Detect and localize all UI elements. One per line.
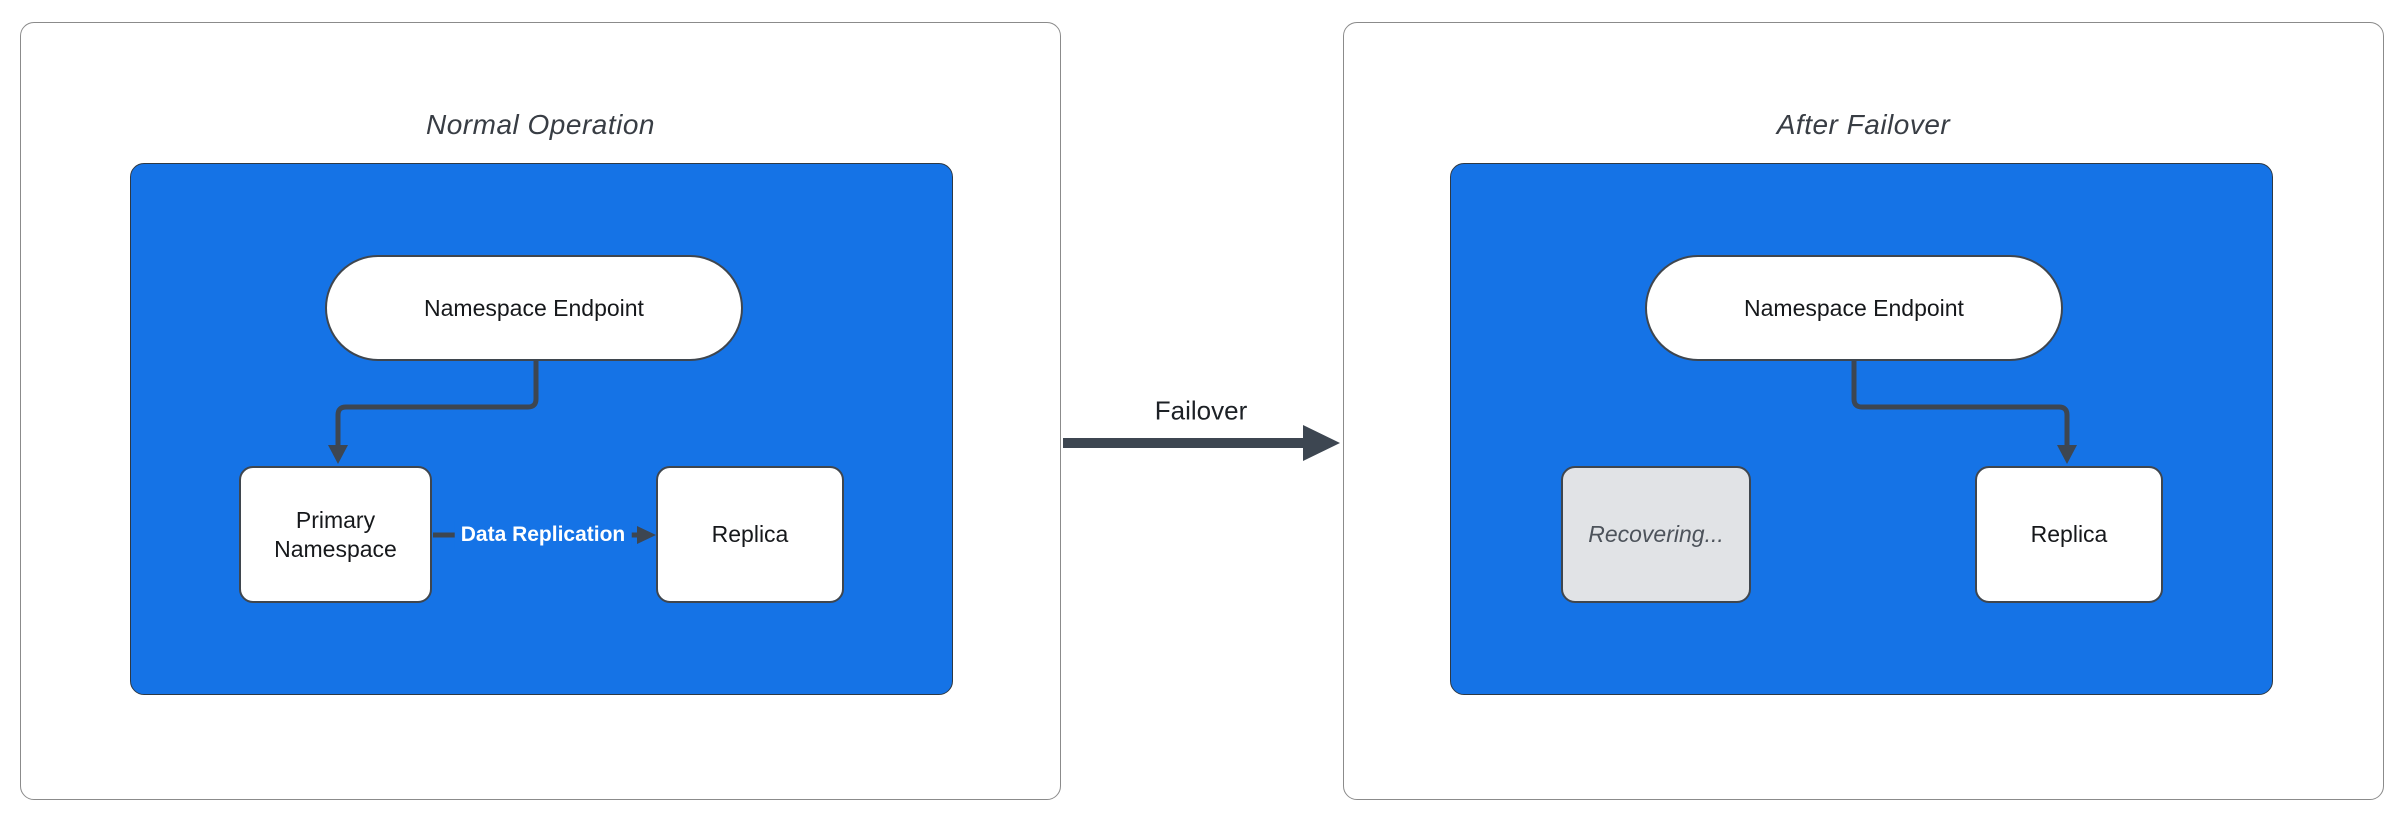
node-namespace-endpoint-normal: Namespace Endpoint (325, 255, 743, 361)
node-recovering: Recovering... (1561, 466, 1751, 603)
node-label: Namespace Endpoint (1744, 294, 1964, 321)
namespace-container-normal (130, 163, 953, 695)
node-primary-namespace: Primary Namespace (239, 466, 432, 603)
node-label: Replica (2030, 521, 2108, 548)
node-label: Recovering... (1588, 521, 1724, 548)
edge-endpoint-to-primary-arrow (328, 361, 539, 464)
edge-label-data-replication: Data Replication (454, 521, 632, 549)
namespace-container-failover (1450, 163, 2273, 695)
panel-title-normal-operation: Normal Operation (426, 109, 655, 140)
node-label: Namespace Endpoint (424, 294, 644, 321)
panel-title-after-failover: After Failover (1776, 109, 1951, 140)
edge-endpoint-to-replica-arrow (1851, 361, 2077, 464)
node-label: Primary Namespace (274, 506, 397, 562)
node-replica-failover: Replica (1975, 466, 2163, 603)
node-namespace-endpoint-failover: Namespace Endpoint (1645, 255, 2063, 361)
node-label: Replica (711, 521, 789, 548)
arrowhead-down-replica (2057, 445, 2077, 464)
failover-transition-arrow (1063, 425, 1340, 461)
arrowhead-failover (1303, 425, 1340, 461)
failover-label: Failover (1154, 395, 1248, 426)
arrowhead-down-primary (328, 445, 348, 464)
node-replica-normal: Replica (656, 466, 844, 603)
arrowhead-right-replica (637, 526, 656, 544)
